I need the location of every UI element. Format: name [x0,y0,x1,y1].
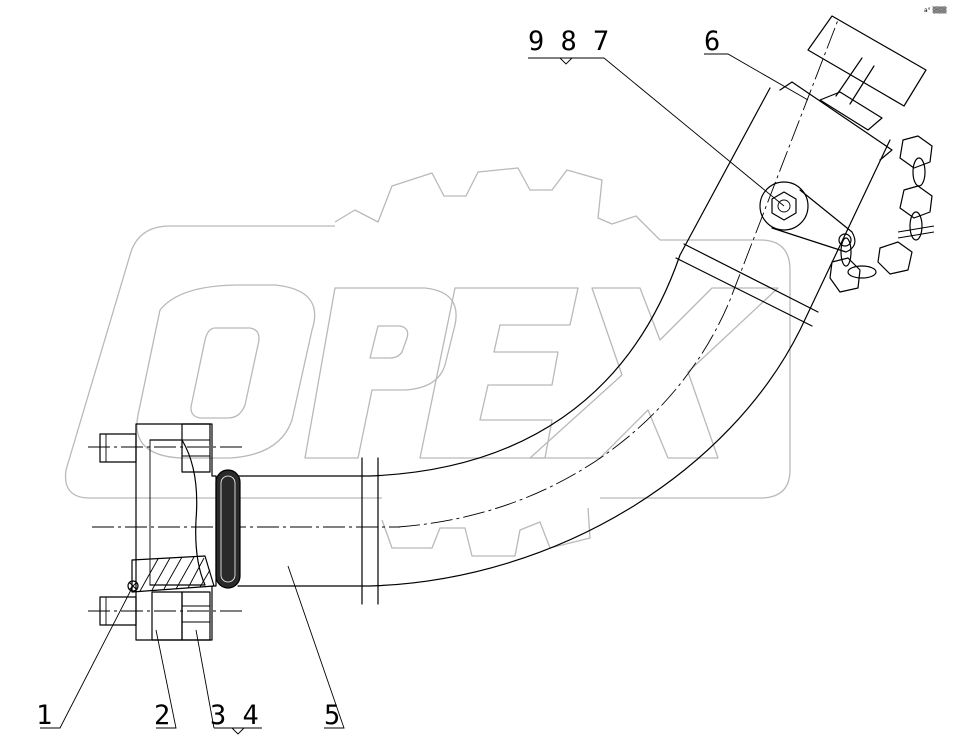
watermark-gear-bottom [381,507,591,557]
safety-chain [829,135,935,293]
chain-break-marks [897,225,935,239]
link-plate [771,189,856,253]
watermark-letter-e [419,287,579,459]
leader-2 [155,629,177,729]
bolt-bottom-stud [99,596,137,626]
link-plate-eye [838,233,852,247]
chain-link-6 [847,265,877,279]
callout-5: 5 [324,700,340,731]
watermark-letter-p-hole [369,325,409,359]
watermark-letter-o-hole [190,327,260,419]
end-cap-body [779,81,893,161]
hose-break-mark-upper [675,243,819,327]
nut-top [181,423,211,473]
nut-bottom-faces [182,605,210,623]
bend-centerline [397,19,839,528]
o-ring [127,580,139,592]
pivot-hex-center [777,199,791,213]
corner-mark: a° ▒▒▒ [924,6,947,14]
hose-assembly [88,15,935,641]
leader-6 [704,53,809,101]
chain-link-1 [899,135,933,169]
chain-link-4 [909,211,923,241]
leader-lines [40,53,809,735]
callout-1: 1 [36,700,52,731]
watermark-gear-top [334,167,661,241]
hose-bottom-edge [237,139,891,587]
hose-sleeve-ring [215,469,241,589]
callout-34: 3 4 [210,700,259,731]
chain-link-2 [912,157,926,187]
bolt-top-stud [99,433,137,463]
leader-34 [195,629,262,735]
seal-hatching [139,556,211,592]
flange-inner-contour [149,439,206,586]
chain-link-8 [840,237,852,267]
hose-sleeve-ring-inner [220,475,236,583]
callout-987: 9 8 7 [528,26,609,57]
pivot-hex-nut [771,191,797,221]
chain-link-3 [899,185,933,219]
leader-1 [40,585,134,729]
callout-2: 2 [154,700,170,731]
t-handle-grip [807,15,927,107]
hose-break-mark-left [361,457,379,605]
watermark-letter-o [136,284,316,459]
washer-bottom [151,591,183,641]
chain-link-5 [877,241,913,275]
opex-watermark [64,167,791,557]
pivot-boss-outer [759,181,809,231]
hose-top-edge [237,87,771,477]
end-cap-collar [819,91,883,131]
callout-labels: 1 2 3 4 5 6 9 8 7 a° ▒▒▒ [36,6,947,731]
nut-top-faces [182,439,210,457]
callout-6: 6 [704,26,720,57]
watermark-letter-p [304,287,457,459]
leader-5 [287,565,345,729]
chain-link-7 [829,257,861,293]
watermark-letter-x [529,287,779,459]
nut-bottom [181,591,211,641]
watermark-rounded-frame [64,225,791,499]
t-handle-stem [835,57,875,105]
leader-987 [528,57,785,207]
